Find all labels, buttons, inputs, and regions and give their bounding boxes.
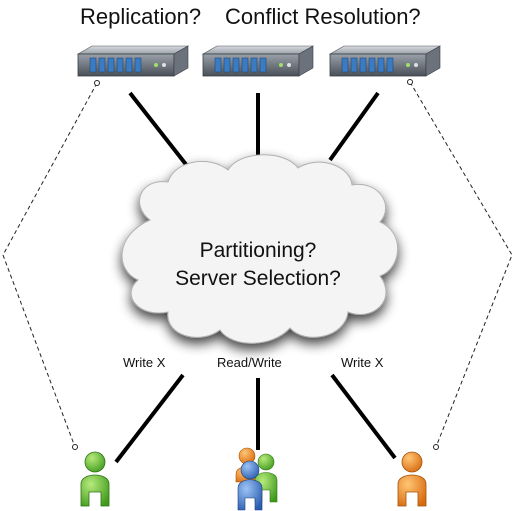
dashed-endpoint bbox=[407, 79, 413, 85]
dashed-endpoint bbox=[72, 444, 78, 450]
edge-label-left: Write X bbox=[123, 355, 166, 370]
user-link-right bbox=[330, 373, 397, 460]
dashed-endpoints bbox=[72, 79, 439, 450]
edge-label-right: Write X bbox=[341, 355, 384, 370]
dashed-link-left bbox=[2, 82, 98, 448]
server-link-left bbox=[128, 91, 190, 169]
cloud-line-2: Server Selection? bbox=[175, 267, 341, 290]
server-icon bbox=[201, 45, 315, 77]
blue-user-icon bbox=[237, 460, 263, 511]
server-links bbox=[128, 91, 380, 169]
conflict-resolution-label: Conflict Resolution? bbox=[225, 4, 421, 29]
orange-user-icon bbox=[397, 451, 427, 507]
server-icon bbox=[328, 45, 442, 77]
dashed-endpoint bbox=[433, 444, 439, 450]
dashed-link-right bbox=[409, 81, 513, 448]
green-user-icon bbox=[80, 451, 110, 507]
edge-label-middle: Read/Write bbox=[217, 355, 282, 370]
cloud-shape bbox=[121, 154, 399, 344]
user-links bbox=[114, 373, 397, 464]
user-group-icon bbox=[235, 447, 278, 511]
user-link-left bbox=[114, 373, 185, 464]
dashed-endpoint bbox=[94, 80, 100, 86]
server-icon bbox=[76, 45, 190, 77]
server-link-right bbox=[328, 91, 380, 162]
replication-label: Replication? bbox=[80, 4, 201, 29]
cloud-line-1: Partitioning? bbox=[200, 239, 317, 262]
dashed-links bbox=[2, 81, 513, 448]
